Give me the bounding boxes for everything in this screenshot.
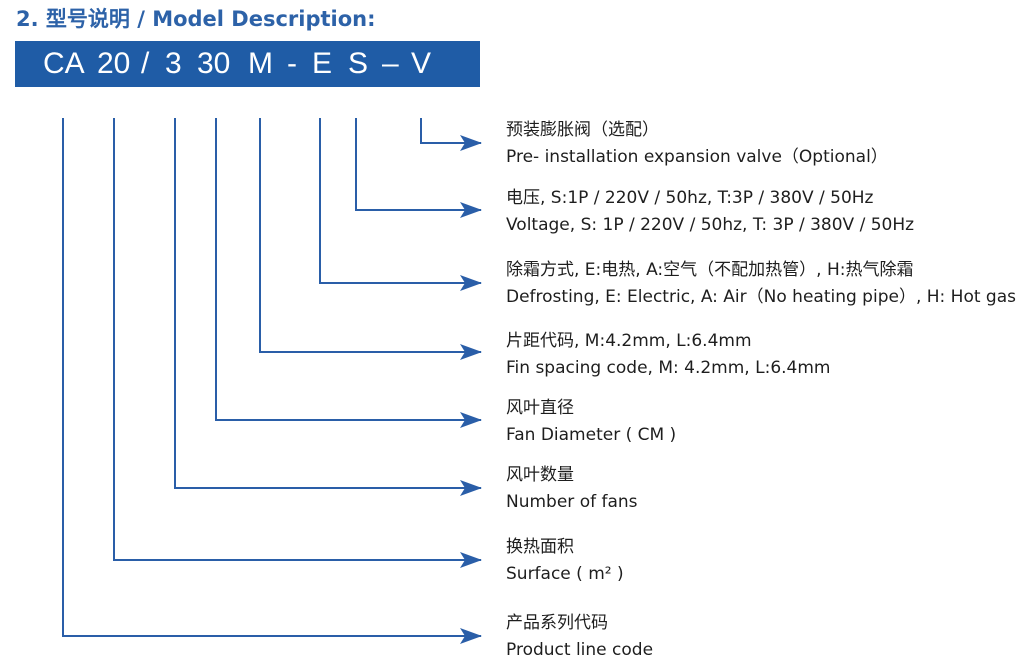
legend-label-en: Surface ( m² ): [506, 564, 624, 584]
code-segment-voltage: S: [348, 47, 369, 80]
code-segment-slash: /: [141, 47, 150, 80]
legend-label-zh: 除霜方式, E:电热, A:空气（不配加热管）, H:热气除霜: [506, 260, 914, 280]
connector-arrow-surface: [113, 118, 482, 568]
connector-arrow-fan-diameter: [215, 118, 482, 428]
code-segment-fan-count: 3: [165, 47, 182, 80]
legend-item-surface: 换热面积 Surface ( m² ): [506, 534, 1021, 588]
legend-label-en: Number of fans: [506, 492, 638, 512]
connector-arrow-defrosting: [319, 118, 482, 291]
connector-arrow-fan-count: [174, 118, 482, 496]
model-code-banner: CA 20 / 3 30 M - E S – V: [15, 41, 480, 87]
connector-arrow-product-line: [62, 118, 482, 644]
legend-label-zh: 电压, S:1P / 220V / 50hz, T:3P / 380V / 50…: [506, 188, 874, 208]
legend-item-voltage: 电压, S:1P / 220V / 50hz, T:3P / 380V / 50…: [506, 185, 1021, 239]
connector-arrow-fin-spacing: [259, 118, 482, 360]
code-segment-surface: 20: [97, 47, 131, 80]
legend-label-en: Pre- installation expansion valve（Option…: [506, 147, 888, 167]
legend-item-fan-count: 风叶数量 Number of fans: [506, 462, 1021, 516]
code-segment-product-line: CA: [43, 47, 85, 80]
legend-item-fan-diameter: 风叶直径 Fan Diameter ( CM ): [506, 395, 1021, 449]
legend-label-zh: 风叶数量: [506, 465, 574, 485]
code-segment-expansion-valve: V: [411, 47, 432, 80]
connector-arrow-expansion-valve: [420, 118, 482, 151]
code-segment-dash: -: [287, 47, 297, 80]
page-title: 2. 型号说明 / Model Description:: [16, 7, 376, 31]
legend-label-zh: 风叶直径: [506, 398, 574, 418]
code-segment-fin-spacing: M: [248, 47, 273, 80]
connector-arrow-voltage: [355, 118, 482, 218]
legend-label-en: Fin spacing code, M: 4.2mm, L:6.4mm: [506, 358, 831, 378]
code-segment-defrost: E: [312, 47, 333, 80]
legend-label-zh: 产品系列代码: [506, 613, 608, 633]
legend-item-defrosting: 除霜方式, E:电热, A:空气（不配加热管）, H:热气除霜 Defrosti…: [506, 257, 1021, 311]
legend-label-zh: 换热面积: [506, 537, 574, 557]
legend-label-zh: 预装膨胀阀（选配）: [506, 120, 659, 140]
legend-item-product-line: 产品系列代码 Product line code: [506, 610, 1021, 664]
code-segment-fan-diameter: 30: [197, 47, 231, 80]
legend-label-en: Defrosting, E: Electric, A: Air（No heati…: [506, 287, 1016, 307]
legend-label-zh: 片距代码, M:4.2mm, L:6.4mm: [506, 331, 752, 351]
legend-item-fin-spacing: 片距代码, M:4.2mm, L:6.4mm Fin spacing code,…: [506, 328, 1021, 382]
legend-label-en: Fan Diameter ( CM ): [506, 425, 677, 445]
legend-label-en: Product line code: [506, 640, 654, 660]
legend-label-en: Voltage, S: 1P / 220V / 50hz, T: 3P / 38…: [506, 215, 915, 235]
legend-item-expansion-valve: 预装膨胀阀（选配） Pre- installation expansion va…: [506, 117, 1021, 171]
code-segment-en-dash: –: [382, 47, 399, 80]
